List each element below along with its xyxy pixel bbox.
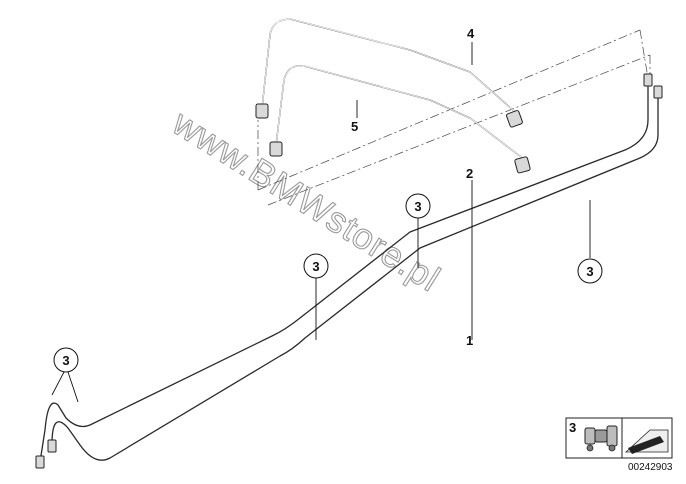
callout-part-3-b: 3 — [303, 253, 329, 279]
label-part-5: 5 — [351, 119, 358, 134]
fuel-line-part-5 — [269, 65, 531, 174]
leader-lines — [51, 42, 591, 403]
svg-text:3: 3 — [586, 264, 593, 279]
arrow-icon — [624, 429, 669, 454]
callout-part-3-a: 3 — [405, 193, 431, 219]
fuel-line-part-4 — [255, 18, 523, 128]
label-part-2: 2 — [466, 166, 473, 181]
inset-number: 3 — [569, 420, 576, 435]
label-part-1: 1 — [466, 333, 473, 348]
callout-part-3-d: 3 — [53, 347, 79, 373]
svg-text:3: 3 — [62, 353, 69, 368]
callout-part-3-c: 3 — [577, 258, 603, 284]
inset-code: 00242903 — [628, 462, 673, 473]
fuel-line-part-1-2 — [35, 73, 663, 469]
inset-clip-detail: 3 00242903 — [565, 417, 673, 473]
svg-text:3: 3 — [312, 259, 319, 274]
label-part-4: 4 — [467, 26, 475, 41]
svg-text:3: 3 — [414, 199, 421, 214]
explode-lines — [257, 29, 651, 206]
clip-icon — [584, 425, 618, 452]
